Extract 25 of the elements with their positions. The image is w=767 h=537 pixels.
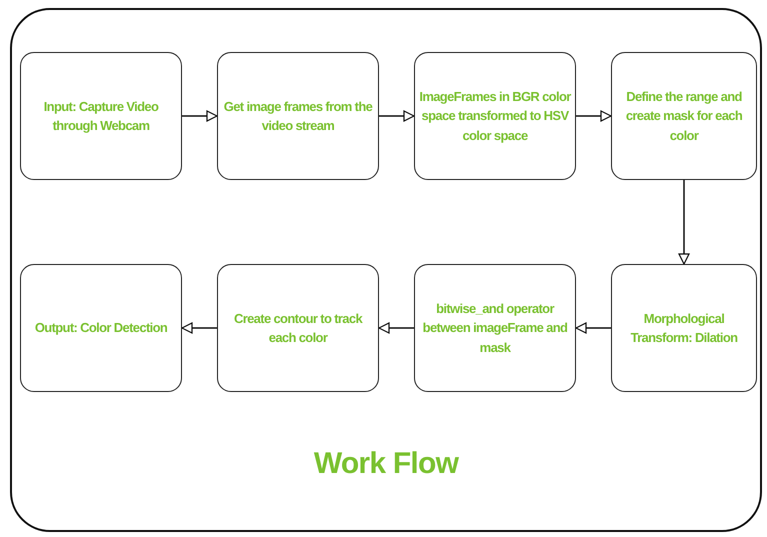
process-box [20, 52, 182, 180]
arrow [678, 180, 690, 265]
step-text: bitwise_and operator between imageFrame and mask [422, 300, 568, 357]
process-box [414, 264, 576, 392]
arrow [576, 110, 612, 122]
step-text: Get image frames from the video stream [222, 98, 374, 135]
arrow [379, 110, 415, 122]
arrow [575, 322, 611, 334]
process-box [611, 264, 757, 392]
process-box [217, 52, 379, 180]
process-box [20, 264, 182, 392]
step-text: ImageFrames in BGR color space transformed to HSV color space [419, 88, 571, 145]
process-box [414, 52, 576, 180]
arrow [181, 322, 217, 334]
step-text: Create contour to track each color [232, 310, 364, 347]
process-box [611, 52, 757, 180]
step-text: Output: Color Detection [34, 319, 168, 338]
arrow [182, 110, 218, 122]
process-box [217, 264, 379, 392]
arrow [378, 322, 414, 334]
outer-frame [10, 8, 762, 532]
frame-label: Work Flow [314, 446, 458, 482]
step-text: Define the range and create mask for each color [624, 88, 744, 145]
step-text: Input: Capture Video through Webcam [42, 98, 160, 135]
step-text: Morphological Transform: Dilation [630, 310, 738, 347]
